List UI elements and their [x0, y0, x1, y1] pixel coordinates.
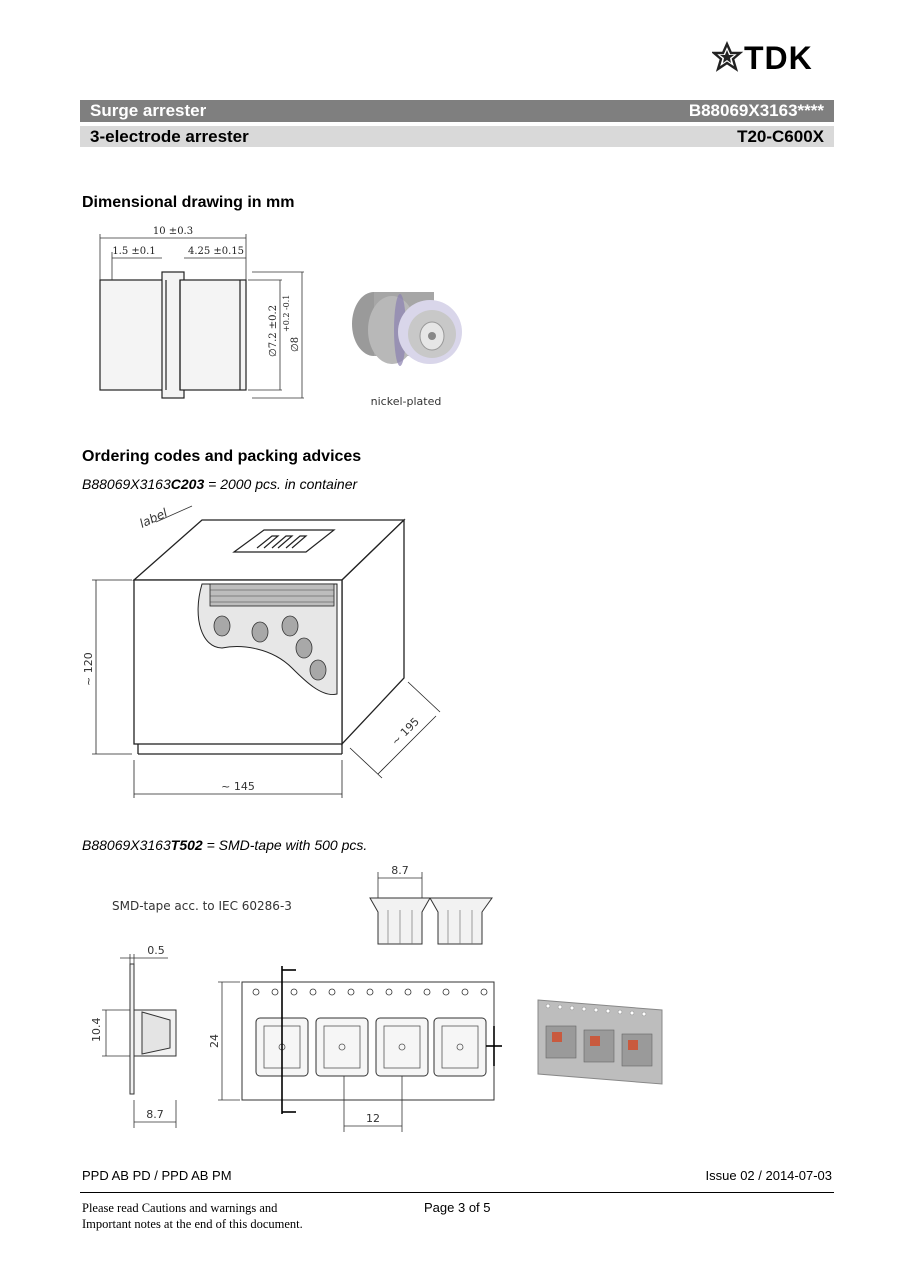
box-depth-dim: ~ 195	[389, 715, 422, 748]
ordering-code-tape: B88069X3163T502 = SMD-tape with 500 pcs.	[82, 837, 367, 853]
dim-outer-tolerance: +0.2 -0.1	[282, 295, 291, 332]
ordering-code-container: B88069X3163C203 = 2000 pcs. in container	[82, 476, 357, 492]
footer-note-line1: Please read Cautions and warnings and	[82, 1201, 278, 1215]
tdk-logo-icon: TDK	[710, 40, 813, 76]
dim-length: 10 ±0.3	[153, 226, 193, 237]
dimensional-drawing: 10 ±0.3 1.5 ±0.1 4.25 ±0.15 ∅7.2 ±0.2 ∅8…	[99, 226, 462, 408]
section-title-ordering: Ordering codes and packing advices	[82, 448, 362, 465]
box-label-graphic	[232, 529, 336, 553]
width-87-dim: 8.7	[146, 1108, 164, 1121]
dim-left: 1.5 ±0.1	[112, 246, 155, 257]
section-title-dimensions: Dimensional drawing in mm	[82, 194, 295, 211]
pocket-section	[369, 897, 493, 945]
product-name: Surge arrester	[90, 101, 207, 120]
tape-drawing: SMD-tape acc. to IEC 60286-3 8.7 0.5 10.…	[90, 864, 663, 1132]
tdk-logo: TDK	[710, 40, 837, 76]
header-bar-product: Surge arrester B88069X3163****	[80, 100, 834, 122]
height-104-dim: 10.4	[90, 1018, 103, 1043]
dim-outer-diameter: ∅8	[290, 337, 301, 352]
code2-prefix: B88069X3163	[82, 837, 171, 853]
code2-bold: T502	[170, 837, 203, 853]
thickness-dim: 0.5	[147, 944, 165, 957]
electrode-right	[179, 279, 247, 391]
footer-divider	[80, 1192, 834, 1193]
brand-name: TDK	[744, 40, 813, 74]
tape-photo	[537, 999, 663, 1085]
tape-width-dim: 24	[208, 1034, 221, 1048]
header-bar-type: 3-electrode arrester T20-C600X	[80, 126, 834, 147]
container-drawing: label ~ 120 ~ 145 ~ 195	[82, 505, 441, 798]
product-type: 3-electrode arrester	[90, 127, 249, 146]
tape-caption: SMD-tape acc. to IEC 60286-3	[112, 899, 292, 913]
pocket-pitch-dim: 12	[366, 1112, 380, 1125]
code1-desc: = 2000 pcs. in container	[204, 476, 358, 492]
code1-prefix: B88069X3163	[82, 476, 171, 492]
box-width-dim: ~ 145	[221, 780, 255, 793]
arrester-photo	[352, 292, 462, 366]
code2-desc: = SMD-tape with 500 pcs.	[202, 837, 368, 853]
footer-note-line2: Important notes at the end of this docum…	[82, 1217, 303, 1231]
footer-note: Please read Cautions and warnings and Im…	[82, 1200, 303, 1232]
series-name: T20-C600X	[737, 127, 824, 146]
code1-bold: C203	[170, 476, 205, 492]
tape-top-view	[241, 966, 502, 1114]
footer-issue: Issue 02 / 2014-07-03	[705, 1168, 832, 1183]
dim-inner-diameter: ∅7.2 ±0.2	[268, 305, 279, 357]
pitch-top-dim: 8.7	[391, 864, 409, 877]
photo-caption: nickel-plated	[371, 395, 442, 408]
side-view	[129, 963, 177, 1095]
dim-gap: 4.25 ±0.15	[188, 246, 244, 257]
box-height-dim: ~ 120	[82, 652, 95, 686]
part-number: B88069X3163****	[688, 101, 824, 120]
electrode-left	[99, 279, 167, 391]
box-cutaway	[197, 583, 338, 696]
footer-department: PPD AB PD / PPD AB PM	[82, 1168, 232, 1183]
page-number: Page 3 of 5	[424, 1200, 491, 1215]
